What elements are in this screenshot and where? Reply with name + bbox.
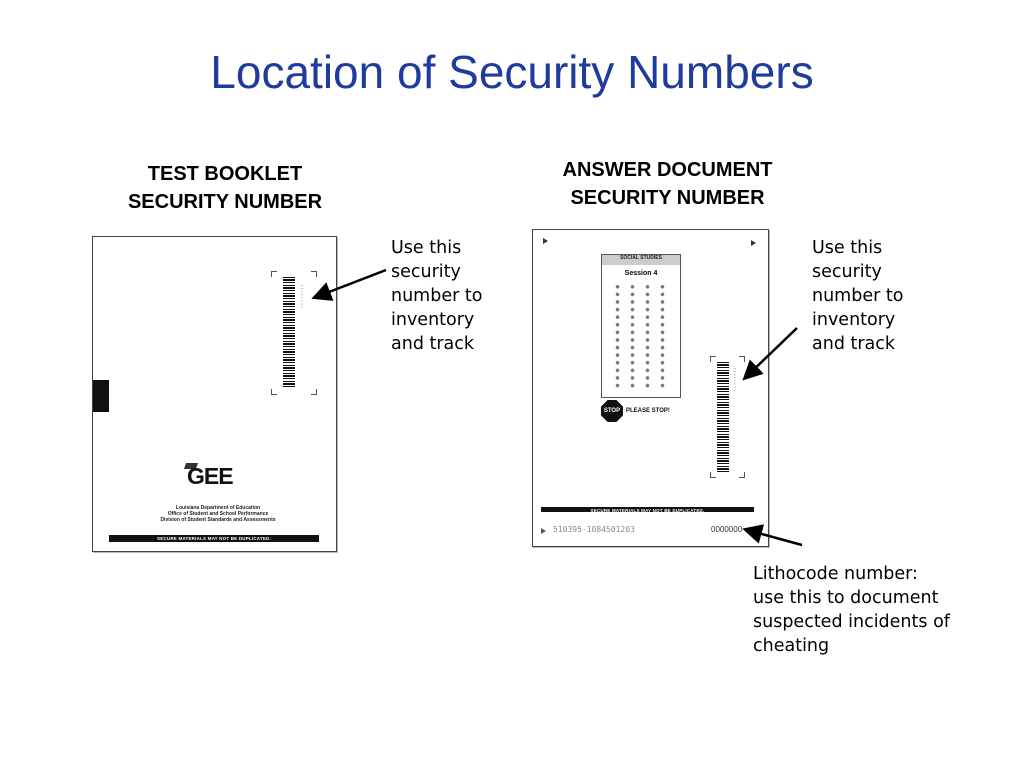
answer-document-heading-line2: SECURITY NUMBER [570,187,765,209]
lithocode-arrow [742,524,803,547]
booklet-org-text: Louisiana Department of Education Office… [160,505,276,523]
answer-doc-arrow [742,327,798,381]
gee-logo: GEE [183,461,253,491]
booklet-arrow [311,268,387,301]
answer-bubble-grid: SOCIAL STUDIES Session 4 [601,254,681,398]
lithocode-number: 0000000 [711,525,743,534]
booklet-footer-bar: SECURE MATERIALS MAY NOT BE DUPLICATED. [109,535,319,542]
answer-doc-footer-bar: SECURE MATERIALS MAY NOT BE DUPLICATED. [541,507,754,513]
answer-doc-security-barcode [717,362,729,474]
stop-sign-icon: STOP [601,400,623,422]
test-booklet-note: Use this security number to inventory an… [391,238,483,354]
test-booklet-heading: TEST BOOKLET SECURITY NUMBER [90,160,360,216]
test-booklet-heading-line2: SECURITY NUMBER [127,191,323,213]
page-title: Location of Security Numbers [210,46,814,98]
answer-document-image: SOCIAL STUDIES Session 4 STOP PLEASE STO… [532,229,769,547]
test-booklet-heading-line1: TEST BOOKLET [147,163,303,185]
lithocode-note: Lithocode number: use this to document s… [753,564,950,656]
play-marker-icon [751,240,756,246]
answer-document-note: Use this security number to inventory an… [812,238,904,354]
answer-document-heading-line1: ANSWER DOCUMENT [562,159,773,181]
booklet-side-tab [93,380,109,412]
answer-document-heading: ANSWER DOCUMENT SECURITY NUMBER [520,156,815,212]
play-marker-icon [543,238,548,244]
play-marker-icon [541,528,546,534]
booklet-security-barcode [283,277,295,389]
test-booklet-image: · · · · · · · · GEE Louisiana Department… [92,236,337,552]
answer-doc-serial-number: 510395-1084501203 [553,525,635,534]
